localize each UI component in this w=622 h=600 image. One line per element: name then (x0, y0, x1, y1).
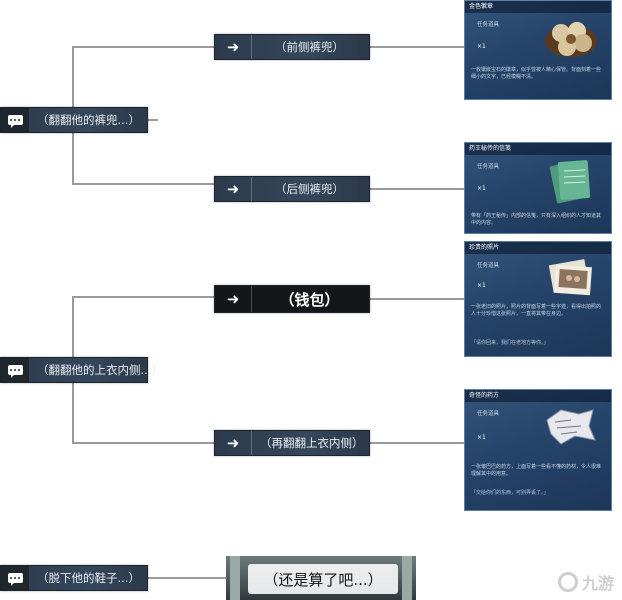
connector (72, 442, 214, 444)
connector (370, 188, 464, 190)
option-label: （脱下他的鞋子...） (37, 571, 140, 585)
option-search-jacket-inside[interactable]: （翻翻他的上衣内侧...） (0, 357, 163, 383)
item-type: 任务道具 (477, 22, 500, 28)
option-label: （钱包） (279, 290, 340, 309)
item-quantity: ×1 (477, 434, 486, 441)
option-label: （再翻翻上衣内侧） (260, 436, 364, 450)
option-search-jacket-again[interactable]: ➜ （再翻翻上衣内侧） (214, 430, 370, 456)
item-note: 「请你回来，我们在老地方等你。」 (471, 340, 549, 346)
arrow-right-icon: ➜ (215, 286, 252, 312)
prescription-item-icon (546, 409, 596, 445)
option-front-pocket[interactable]: ➜ （前侧裤兜） (214, 34, 370, 60)
item-note: 「交给你们的东西，可别弄丢了。」 (471, 490, 549, 496)
item-card-letter: 药王秘传的信笺 任务道具 ×1 带有「药王秘传」内部的信笺，只有深入组织的人才知… (464, 142, 612, 234)
chat-bubble-icon (1, 108, 29, 132)
item-title: 奇怪的药方 (465, 390, 611, 402)
letter-item-icon (549, 160, 591, 204)
connector (370, 442, 464, 444)
connector (148, 577, 228, 579)
option-wallet[interactable]: ➜ （钱包） (214, 285, 370, 313)
logo-icon (557, 572, 578, 592)
item-type: 任务道具 (477, 164, 500, 170)
option-label: （翻翻他的上衣内侧...） (37, 363, 163, 377)
item-description: 带有「药王秘传」内部的信笺，只有深入组织的人才知道其中的内容。 (471, 213, 602, 226)
connector (72, 46, 214, 48)
arrow-right-icon: ➜ (215, 177, 252, 201)
chat-bubble-icon (1, 566, 29, 590)
connector (148, 119, 158, 121)
item-title: 珍贵的照片 (465, 242, 611, 254)
chat-bubble-icon (1, 358, 29, 382)
item-quantity: ×1 (477, 43, 486, 50)
item-card-badge: 金色徽章 任务道具 ×1 一枚镶嵌宝石的徽章，似乎曾被人精心保管。背面刻着一些细… (464, 0, 612, 100)
item-description: 一张老旧的照片，照片的背面写着一些字迹，看得出拍照的人十分珍惜这张照片，一直将其… (471, 304, 602, 317)
badge-item-icon (545, 22, 597, 57)
photo-item-icon (548, 259, 592, 296)
watermark-logo: 九游 (557, 570, 614, 594)
connector (72, 296, 214, 298)
item-card-photo: 珍贵的照片 任务道具 ×1 一张老旧的照片，照片的背面写着一些字迹，看得出拍照的… (464, 241, 612, 357)
arrow-right-icon: ➜ (215, 431, 252, 455)
connector (72, 183, 214, 185)
watermark-text: 九游 (581, 574, 614, 593)
option-search-pants-pocket[interactable]: （翻翻他的裤兜...） (0, 107, 148, 133)
option-label: （翻翻他的裤兜...） (37, 113, 140, 127)
arrow-right-icon: ➜ (215, 35, 252, 59)
item-description: 一张皱巴巴的药方，上面写着一些看不懂的药材，令人很难理解其中的用意。 (471, 464, 602, 477)
cutscene-frame: （还是算了吧...） (226, 556, 416, 600)
option-label: （后侧裤兜） (275, 182, 344, 196)
scene-pillar (402, 556, 412, 600)
scene-pillar (230, 556, 240, 600)
item-quantity: ×1 (477, 185, 486, 192)
item-quantity: ×1 (477, 282, 486, 289)
item-description: 一枚镶嵌宝石的徽章，似乎曾被人精心保管。背面刻着一些细小的文字，已经模糊不清。 (471, 67, 602, 80)
option-remove-shoes[interactable]: （脱下他的鞋子...） (0, 565, 148, 591)
item-title: 金色徽章 (465, 1, 611, 13)
connector (370, 46, 464, 48)
option-back-pocket[interactable]: ➜ （后侧裤兜） (214, 176, 370, 202)
item-title: 药王秘传的信笺 (465, 143, 611, 155)
option-label: （前侧裤兜） (275, 40, 344, 54)
item-card-prescription: 奇怪的药方 任务道具 ×1 一张皱巴巴的药方，上面写着一些看不懂的药材，令人很难… (464, 389, 612, 511)
item-type: 任务道具 (477, 263, 500, 269)
dialogue-subtitle: （还是算了吧...） (248, 564, 398, 594)
connector (370, 298, 464, 300)
item-type: 任务道具 (477, 411, 500, 417)
